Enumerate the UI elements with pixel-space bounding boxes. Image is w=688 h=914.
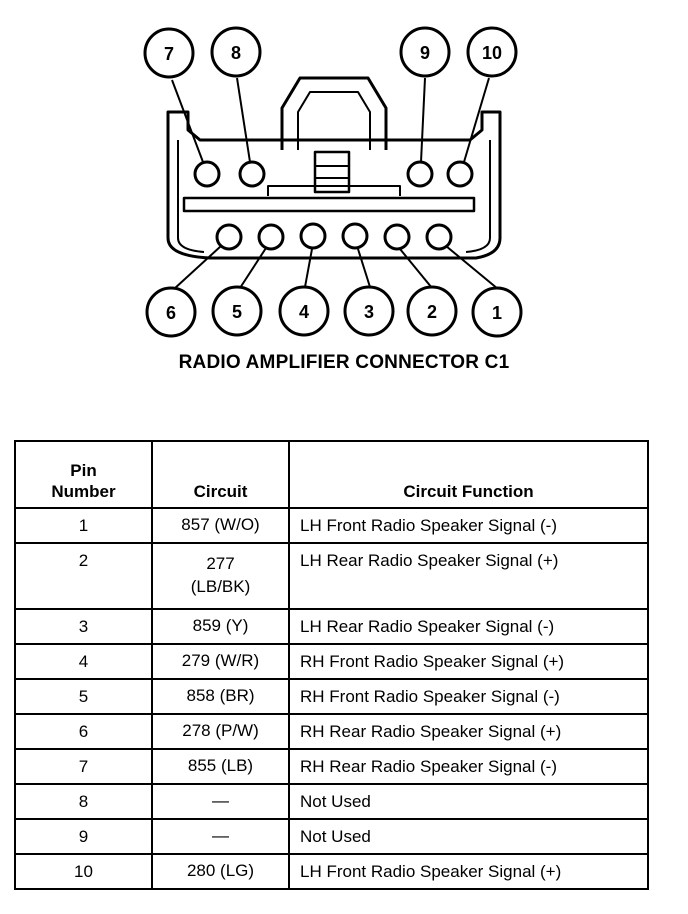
header-pin-number: Pin Number [14, 440, 153, 509]
pin-number-cell: 4 [14, 643, 153, 680]
circuit-function-cell: LH Front Radio Speaker Signal (+) [288, 853, 649, 890]
callout-label-4: 4 [299, 302, 309, 322]
callout-label-7: 7 [164, 44, 174, 64]
pin-number-cell: 6 [14, 713, 153, 750]
circuit-cell: 859 (Y) [151, 608, 290, 645]
callout-label-1: 1 [492, 303, 502, 323]
pin-number-cell: 3 [14, 608, 153, 645]
table-row: 8 — Not Used [14, 783, 649, 820]
circuit-cell: 855 (LB) [151, 748, 290, 785]
circuit-function-cell: RH Front Radio Speaker Signal (-) [288, 678, 649, 715]
circuit-cell: 277 (LB/BK) [151, 542, 290, 610]
connector-latch [280, 76, 388, 150]
terminal-3 [341, 222, 369, 250]
pin-number-cell: 8 [14, 783, 153, 820]
connector-caption: RADIO AMPLIFIER CONNECTOR C1 [178, 352, 510, 373]
table-row: 7 855 (LB) RH Rear Radio Speaker Signal (-… [14, 748, 649, 785]
circuit-text: — [212, 791, 229, 811]
connector-housing [166, 110, 502, 260]
callout-label-6: 6 [166, 303, 176, 323]
terminal-2 [383, 223, 411, 251]
pin-number-cell: 1 [14, 507, 153, 544]
callout-circle-1 [471, 286, 523, 338]
circuit-function-cell: RH Front Radio Speaker Signal (+) [288, 643, 649, 680]
callout-circle-5 [211, 285, 263, 337]
circuit-text: 859 (Y) [192, 616, 249, 636]
terminal-7 [193, 160, 221, 188]
pin-number-cell: 2 [14, 542, 153, 610]
circuit-function-cell: RH Rear Radio Speaker Signal (+) [288, 713, 649, 750]
terminal-5 [257, 223, 285, 251]
terminal-9 [406, 160, 434, 188]
circuit-text: (LB/BK) [190, 577, 251, 596]
circuit-text: 858 (BR) [186, 686, 255, 706]
circuit-function-cell: LH Rear Radio Speaker Signal (-) [288, 608, 649, 645]
circuit-text: — [212, 826, 229, 846]
table-row: 1 857 (W/O) LH Front Radio Speaker Signal … [14, 507, 649, 544]
circuit-cell: 858 (BR) [151, 678, 290, 715]
pin-table-body: 1 857 (W/O) LH Front Radio Speaker Signal … [14, 507, 649, 890]
circuit-cell: 279 (W/R) [151, 643, 290, 680]
header-circuit: Circuit [151, 440, 290, 509]
callout-label-5: 5 [232, 302, 242, 322]
circuit-text: 855 (LB) [187, 756, 254, 776]
callout-label-8: 8 [231, 43, 241, 63]
pin-number-cell: 5 [14, 678, 153, 715]
callout-circle-10 [466, 26, 518, 78]
circuit-text: 278 (P/W) [182, 721, 259, 741]
circuit-function-cell: LH Front Radio Speaker Signal (-) [288, 507, 649, 544]
terminal-1 [425, 223, 453, 251]
table-row: 10 280 (LG) LH Front Radio Speaker Signal … [14, 853, 649, 890]
circuit-cell: 857 (W/O) [151, 507, 290, 544]
circuit-function-cell: LH Rear Radio Speaker Signal (+) [288, 542, 649, 610]
terminal-4 [299, 222, 327, 250]
table-row: 5 858 (BR) RH Front Radio Speaker Signal (… [14, 678, 649, 715]
pin-number-cell: 10 [14, 853, 153, 890]
connector-bar [182, 196, 476, 213]
table-header-row: Pin Number Circuit Circuit Function [14, 440, 649, 509]
pin-number-cell: 9 [14, 818, 153, 855]
connector-key [313, 150, 351, 194]
connector-diagram: 7 8 9 10 6 5 4 3 2 1 [143, 26, 523, 338]
circuit-text: 857 (W/O) [181, 515, 260, 535]
callout-label-2: 2 [427, 302, 437, 322]
table-row: 2 277 (LB/BK) LH Rear Radio Speaker Signal … [14, 542, 649, 610]
circuit-cell: — [151, 783, 290, 820]
callout-circle-9 [399, 26, 451, 78]
terminal-6 [215, 223, 243, 251]
callout-circle-8 [210, 26, 262, 78]
callout-circle-4 [278, 285, 330, 337]
table-row: 3 859 (Y) LH Rear Radio Speaker Signal (-) [14, 608, 649, 645]
circuit-text: 277 [206, 554, 235, 574]
callout-label-3: 3 [364, 302, 374, 322]
callout-label-10: 10 [482, 43, 502, 63]
callout-circle-3 [343, 285, 395, 337]
circuit-function-cell: Not Used [288, 783, 649, 820]
circuit-function-cell: RH Rear Radio Speaker Signal (-) [288, 748, 649, 785]
circuit-cell: 280 (LG) [151, 853, 290, 890]
pin-number-cell: 7 [14, 748, 153, 785]
table-row: 4 279 (W/R) RH Front Radio Speaker Signal … [14, 643, 649, 680]
circuit-cell: 278 (P/W) [151, 713, 290, 750]
callout-circle-2 [406, 285, 458, 337]
circuit-text: 279 (W/R) [181, 651, 260, 671]
header-circuit-function: Circuit Function [288, 440, 649, 509]
circuit-function-cell: Not Used [288, 818, 649, 855]
circuit-cell: — [151, 818, 290, 855]
terminal-8 [238, 160, 266, 188]
table-row: 9 — Not Used [14, 818, 649, 855]
table-row: 6 278 (P/W) RH Rear Radio Speaker Signal (… [14, 713, 649, 750]
terminal-10 [446, 160, 474, 188]
circuit-text: 280 (LG) [186, 861, 255, 881]
callout-label-9: 9 [420, 43, 430, 63]
callout-circle-7 [143, 27, 195, 79]
callout-circle-6 [145, 286, 197, 338]
